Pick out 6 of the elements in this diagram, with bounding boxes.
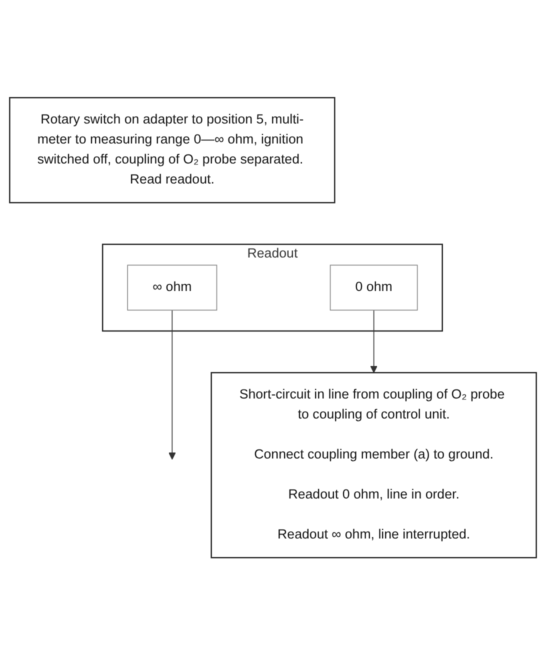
node-box: 0 ohm	[330, 264, 418, 310]
arrow	[370, 310, 378, 373]
node-box: ∞ ohm	[127, 264, 218, 310]
node-box: Rotary switch on adapter to position 5, multi-meter to measuring range 0—∞ ohm, ignition switched off, coupling of O₂ probe separated. Read readout.	[9, 96, 336, 204]
node-box: Short-circuit in line from coupling of O₂ probe to coupling of control unit. Connect coupling member (a) to ground. Readout 0 ohm, line in order. Readout ∞ ohm, line interrupted.	[210, 372, 537, 558]
arrow	[168, 310, 176, 460]
